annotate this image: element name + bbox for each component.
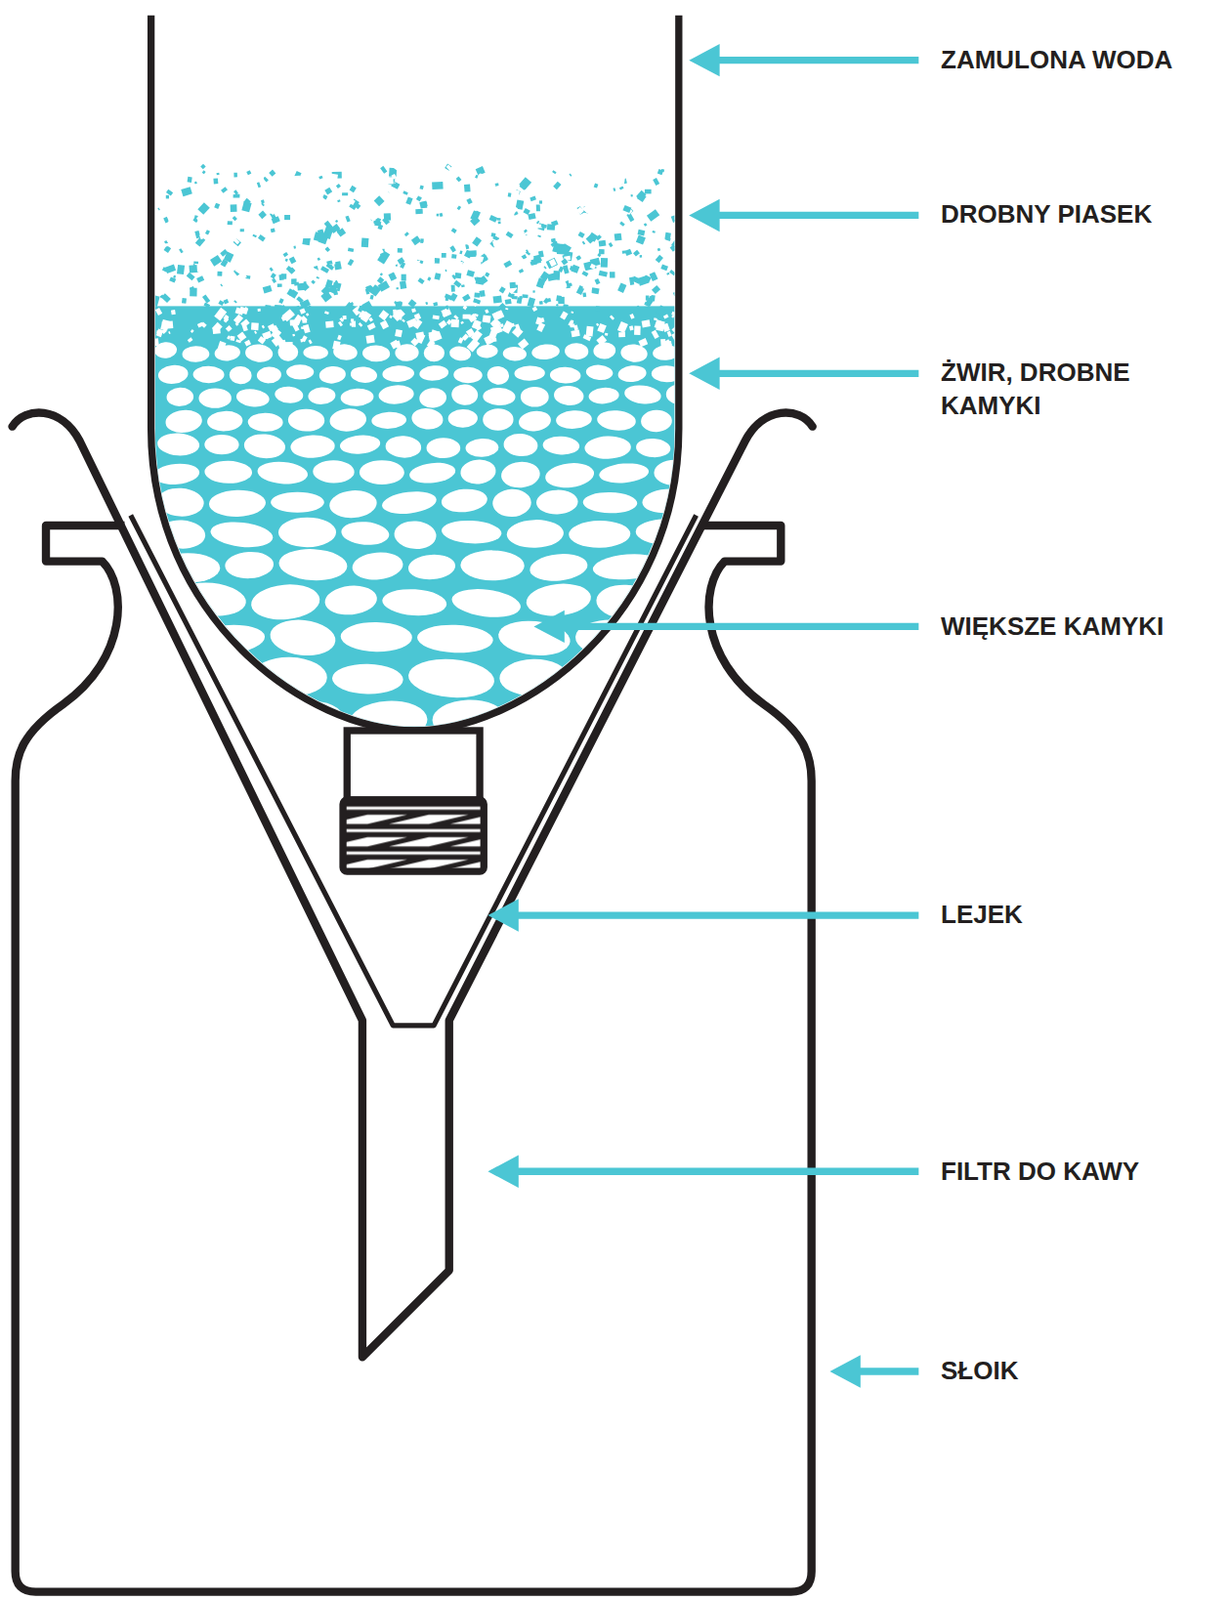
arrow-head xyxy=(487,898,518,932)
bottle-cap xyxy=(342,800,484,872)
part-label: LEJEK xyxy=(940,898,1023,933)
stones-texture xyxy=(152,340,733,745)
arrow-head xyxy=(688,357,720,390)
arrow-head xyxy=(533,610,564,643)
part-label: FILTR DO KAWY xyxy=(940,1155,1140,1189)
sand-texture xyxy=(147,163,683,352)
coffee-filter xyxy=(130,515,697,1026)
leader-line xyxy=(855,1367,920,1375)
bottle-neck xyxy=(346,730,480,801)
part-label: ŻWIR, DROBNE KAMYKI xyxy=(940,356,1197,424)
leader-line xyxy=(714,56,919,64)
arrow-head xyxy=(688,199,720,232)
part-label: ZAMULONA WODA xyxy=(940,43,1173,78)
arrow-head xyxy=(688,43,720,77)
leader-line xyxy=(714,211,919,219)
leader-line xyxy=(559,623,920,631)
part-label: DROBNY PIASEK xyxy=(940,198,1152,232)
leader-line xyxy=(513,1168,920,1176)
arrow-head xyxy=(487,1155,518,1188)
part-label: SŁOIK xyxy=(940,1355,1018,1389)
part-label: WIĘKSZE KAMYKI xyxy=(940,610,1164,644)
leader-line xyxy=(714,370,919,378)
arrow-head xyxy=(829,1355,860,1388)
leader-line xyxy=(513,911,920,919)
